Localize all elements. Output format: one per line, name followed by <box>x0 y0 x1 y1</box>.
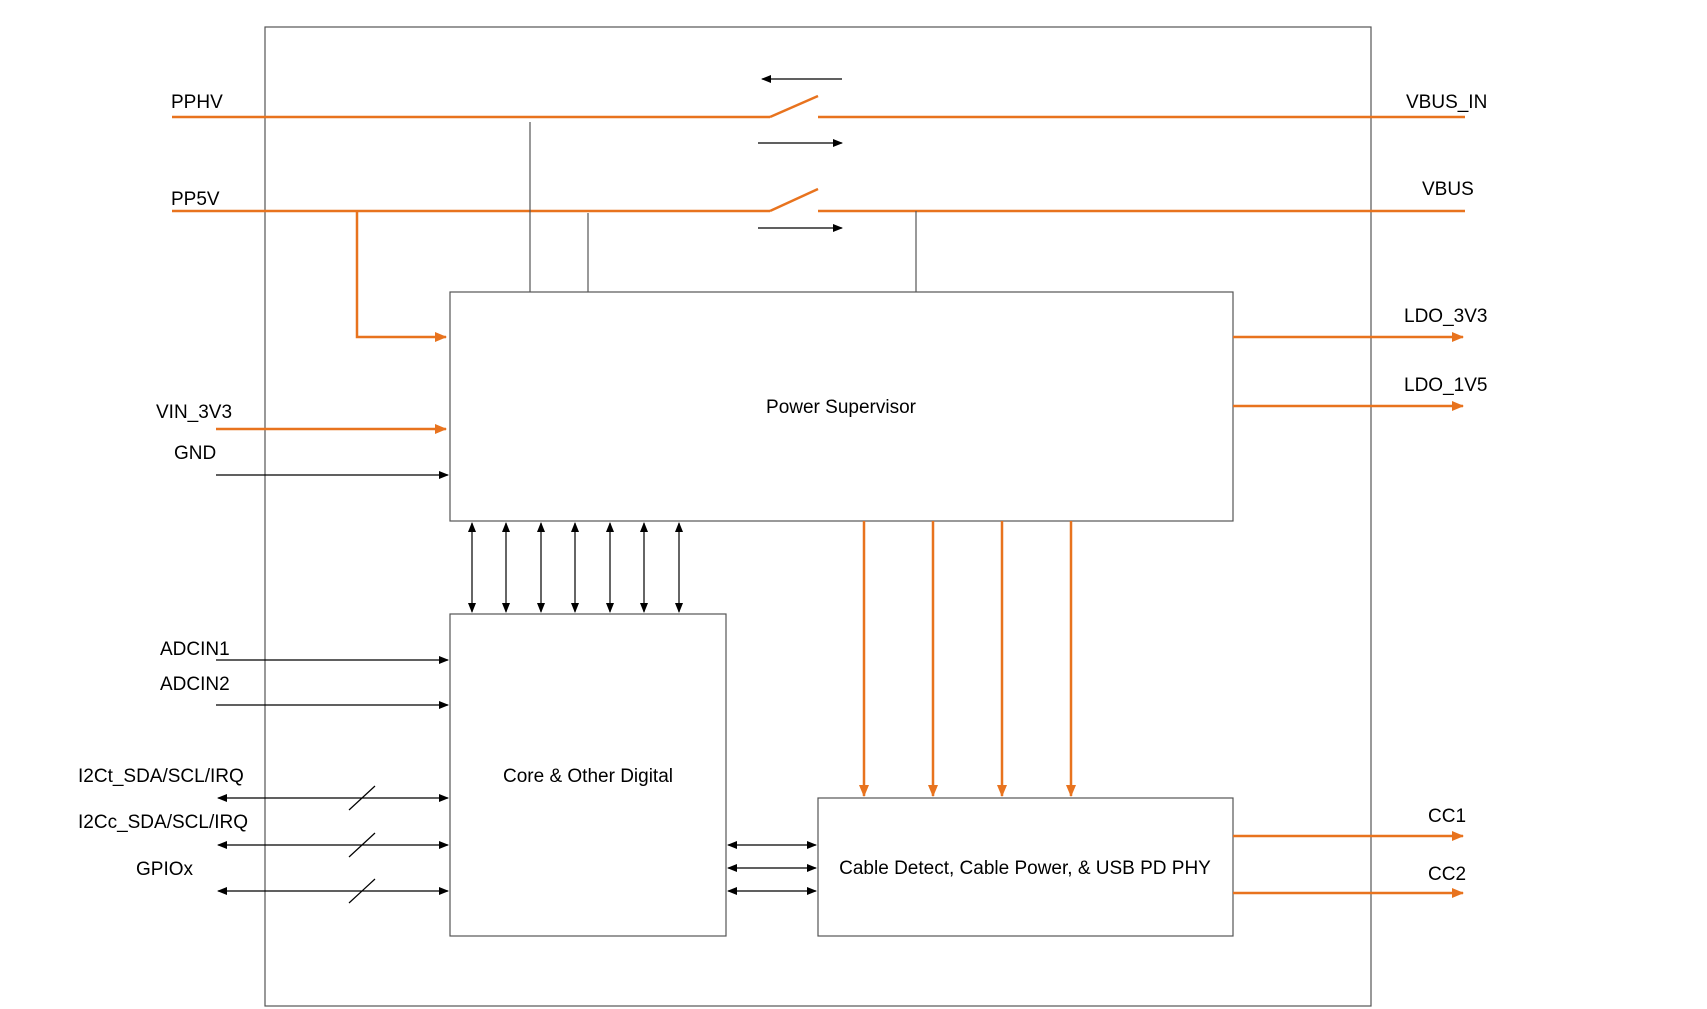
ldo-3v3-label: LDO_3V3 <box>1404 306 1487 327</box>
pp5v-rail <box>172 187 1465 342</box>
gnd-label: GND <box>174 443 216 464</box>
adcin1-label: ADCIN1 <box>160 639 230 660</box>
vbus-label: VBUS <box>1422 179 1474 200</box>
ldo-1v5-label: LDO_1V5 <box>1404 375 1487 396</box>
vbus-in-label: VBUS_IN <box>1406 92 1487 113</box>
cable-detect-label: Cable Detect, Cable Power, & USB PD PHY <box>839 858 1211 879</box>
core-cable-buses <box>727 841 817 895</box>
pphv-rail <box>172 94 1465 119</box>
i2cc-label: I2Cc_SDA/SCL/IRQ <box>78 812 248 833</box>
cable-detect-block: Cable Detect, Cable Power, & USB PD PHY <box>817 797 1234 937</box>
pp5v-label: PP5V <box>171 189 220 210</box>
supervisor-cable-power <box>859 521 1076 797</box>
core-inputs <box>216 656 449 904</box>
pphv-label: PPHV <box>171 92 223 113</box>
supervisor-core-buses <box>468 522 683 613</box>
cc1-label: CC1 <box>1428 806 1466 827</box>
chip-boundary <box>264 26 1372 1007</box>
power-supervisor-block: Power Supervisor <box>449 291 1234 522</box>
core-digital-label: Core & Other Digital <box>503 766 673 787</box>
vin-3v3-label: VIN_3V3 <box>156 402 232 423</box>
adcin2-label: ADCIN2 <box>160 674 230 695</box>
power-supervisor-label: Power Supervisor <box>766 397 917 418</box>
switch-direction-arrows <box>758 75 843 232</box>
core-digital-block: Core & Other Digital <box>449 613 727 937</box>
sense-lines <box>529 122 917 292</box>
i2ct-label: I2Ct_SDA/SCL/IRQ <box>78 766 244 787</box>
gpiox-label: GPIOx <box>136 859 194 880</box>
cc2-label: CC2 <box>1428 864 1466 885</box>
